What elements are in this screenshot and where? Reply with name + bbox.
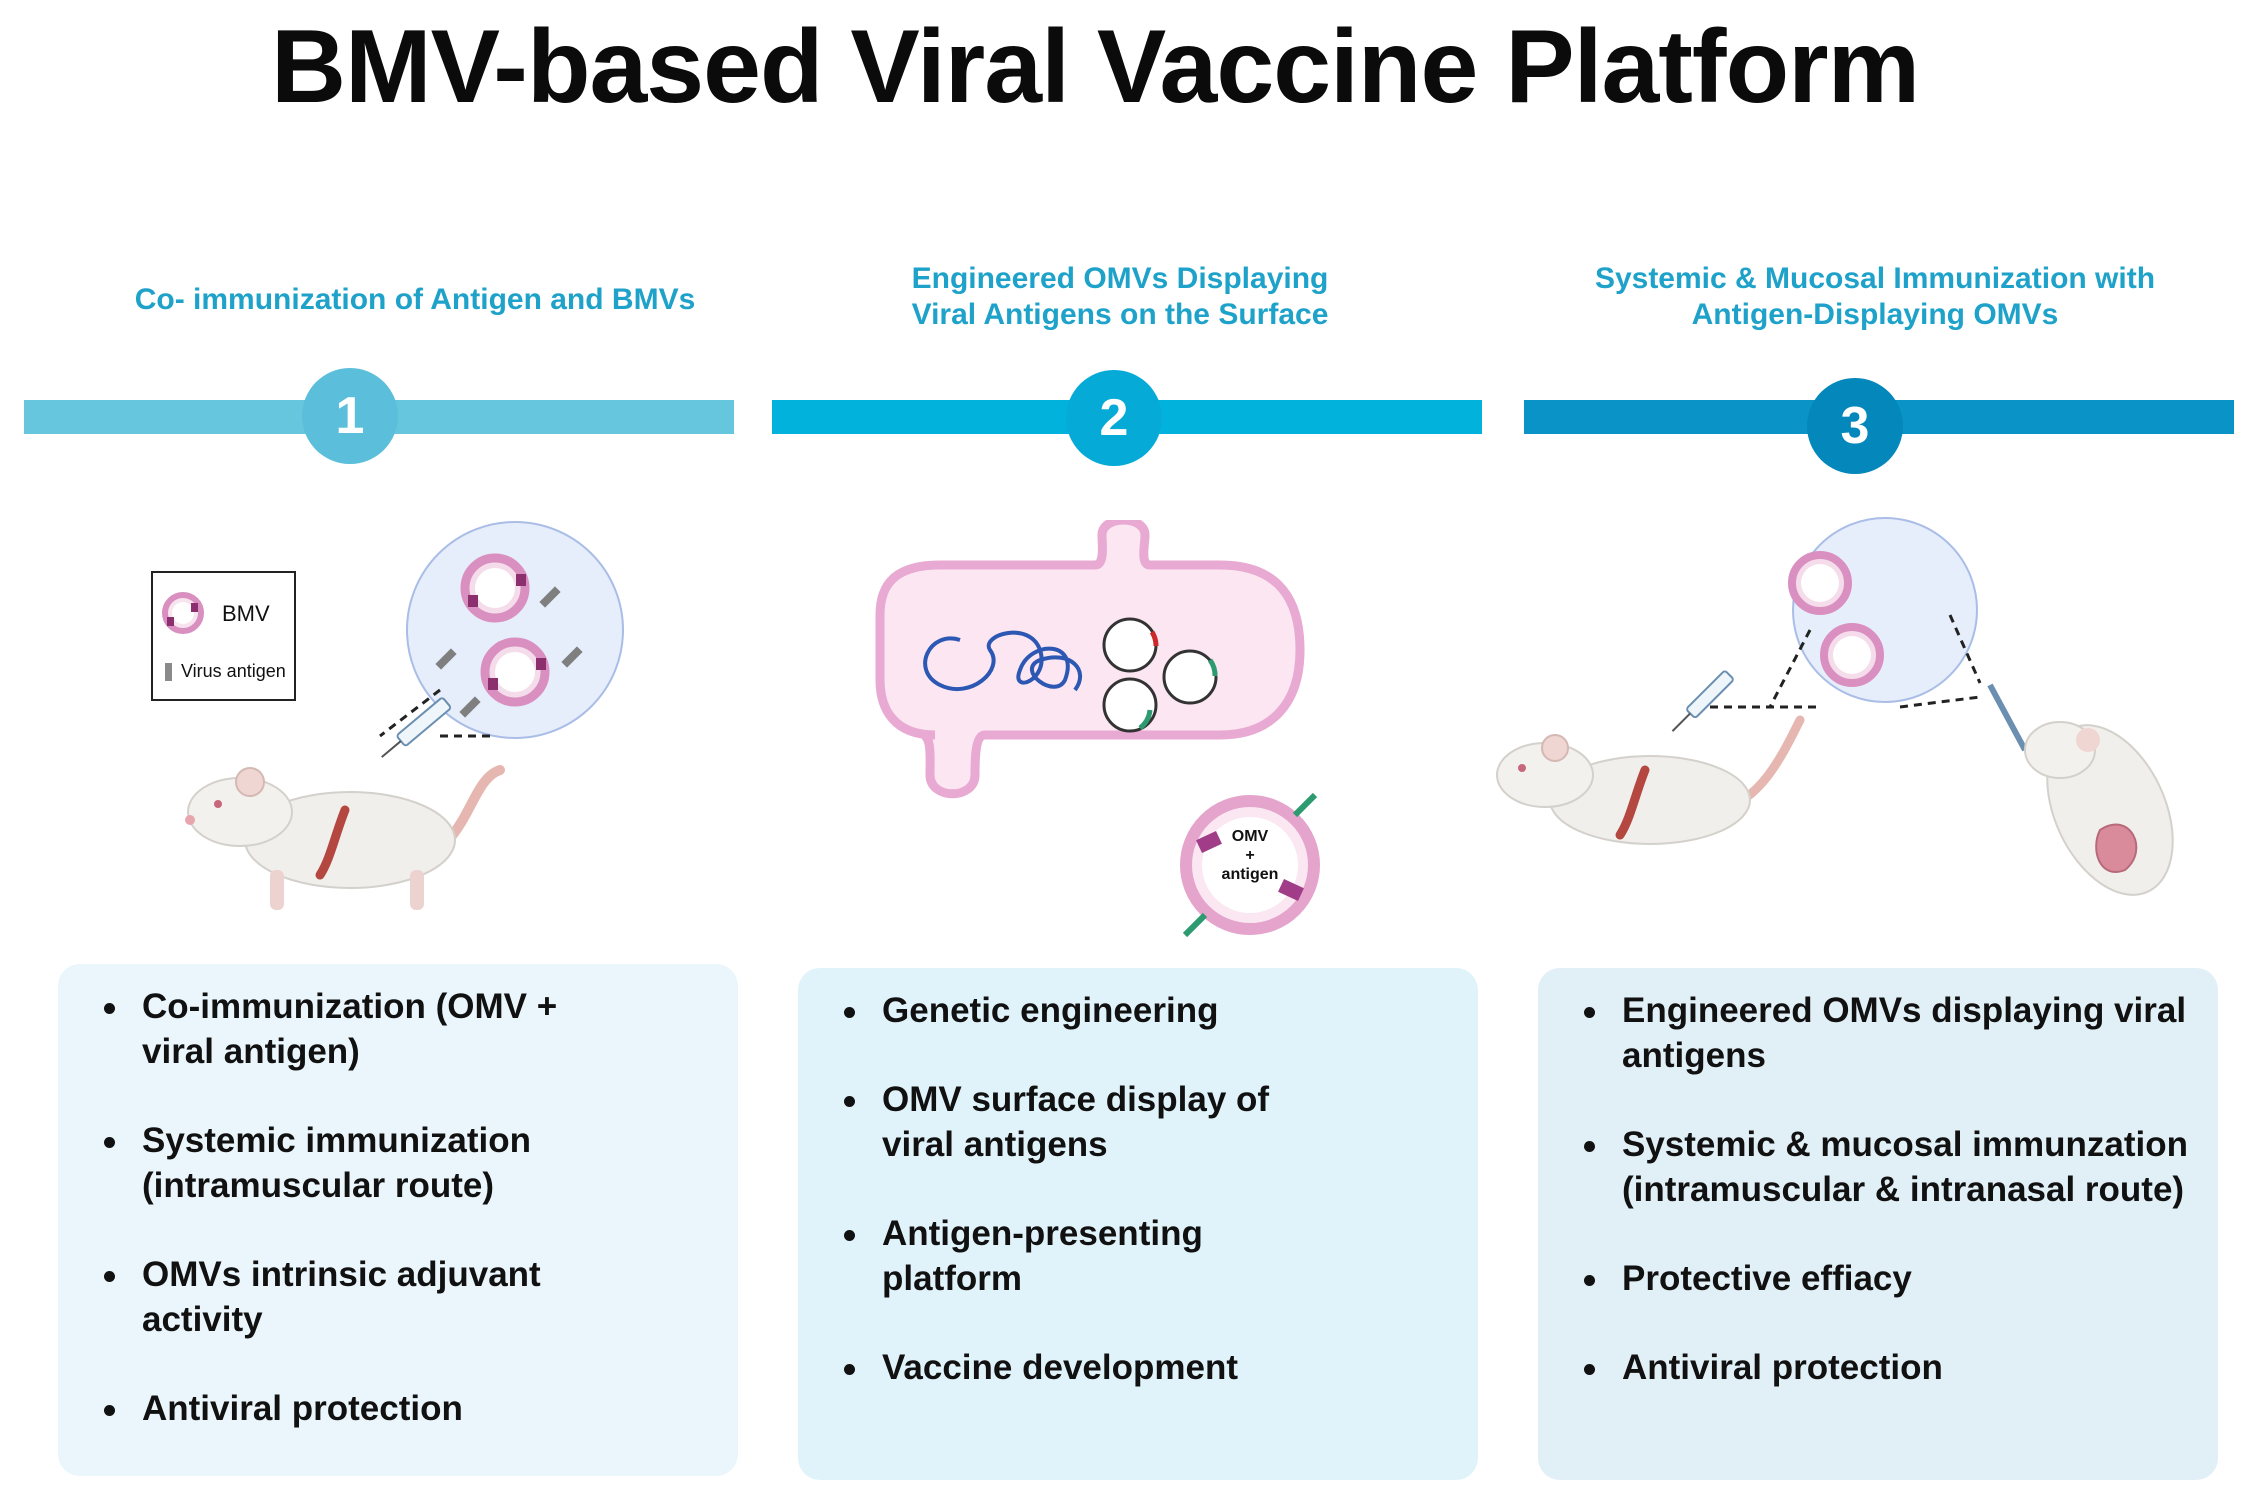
mucosal-immunization-illustration (1496, 517, 2174, 896)
omv-label: OMV + antigen (1210, 827, 1290, 884)
plasmid-dna (923, 630, 1082, 692)
bullet-list: Co-immunization (OMV +viral antigen) Sys… (92, 984, 708, 1431)
legend-bmv-icon (162, 592, 204, 681)
column-1-heading: Co- immunization of Antigen and BMVs (40, 282, 790, 318)
step-2-circle: 2 (1066, 370, 1162, 466)
column-3-heading: Systemic & Mucosal Immunization with Ant… (1520, 261, 2230, 333)
virus-antigen-marks (435, 586, 583, 718)
omv-vesicle-small (1788, 551, 1852, 615)
bullet-item: Systemic & mucosal immunzation(intramusc… (1584, 1122, 2188, 1212)
heading-line: Co- immunization of Antigen and BMVs (134, 283, 696, 316)
legend-box: BMV Virus antigen (151, 571, 296, 701)
mouse-injection-illustration-1 (185, 521, 624, 910)
omv-label-line: OMV (1231, 828, 1269, 845)
bmv-vesicle (460, 553, 530, 623)
pipette (1987, 683, 2028, 752)
heading-line: Engineered OMVs Displaying (911, 262, 1329, 295)
syringe (1671, 670, 1734, 732)
mouse-held (2024, 721, 2174, 896)
bacterium-engineering-illustration (875, 520, 1320, 938)
bullet-item: Protective effiacy (1584, 1256, 2188, 1301)
step-number: 1 (335, 387, 365, 445)
mouse (185, 765, 505, 910)
zoom-circle (406, 521, 624, 739)
page-title: BMV-based Viral Vaccine Platform (270, 9, 1920, 125)
legend-bmv-label: BMV (222, 601, 270, 626)
step-1-circle: 1 (302, 368, 398, 464)
bullet-item: Vaccine development (844, 1345, 1448, 1390)
column-2-heading: Engineered OMVs Displaying Viral Antigen… (770, 261, 1470, 333)
heading-line: Viral Antigens on the Surface (911, 298, 1329, 331)
column-2-panel: Genetic engineering OMV surface display … (798, 968, 1478, 1480)
omv-label-line: antigen (1221, 866, 1279, 883)
step-number: 3 (1840, 397, 1870, 455)
omv-antigen-vesicle (1180, 792, 1320, 938)
heading-line: Systemic & Mucosal Immunization with (1594, 262, 2156, 295)
bullet-item: Systemic immunization(intramuscular rout… (104, 1118, 708, 1208)
column-1-panel: Co-immunization (OMV +viral antigen) Sys… (58, 964, 738, 1476)
legend-antigen-label: Virus antigen (181, 661, 286, 681)
step-3-circle: 3 (1807, 378, 1903, 474)
step-number: 2 (1099, 389, 1129, 447)
heading-line: Antigen-Displaying OMVs (1691, 298, 2059, 331)
bullet-item: Co-immunization (OMV +viral antigen) (104, 984, 708, 1074)
omv-vesicle-small (1820, 623, 1884, 687)
bullet-item: Antiviral protection (1584, 1345, 2188, 1390)
syringe (381, 697, 452, 758)
bullet-item: Genetic engineering (844, 988, 1448, 1033)
mouse (1496, 715, 1805, 845)
bullet-item: Antiviral protection (104, 1386, 708, 1431)
bacterial-membrane (875, 520, 1305, 799)
omv-label-line: + (1245, 847, 1255, 864)
bullet-list: Genetic engineering OMV surface display … (832, 988, 1448, 1390)
bmv-vesicle (480, 637, 550, 707)
